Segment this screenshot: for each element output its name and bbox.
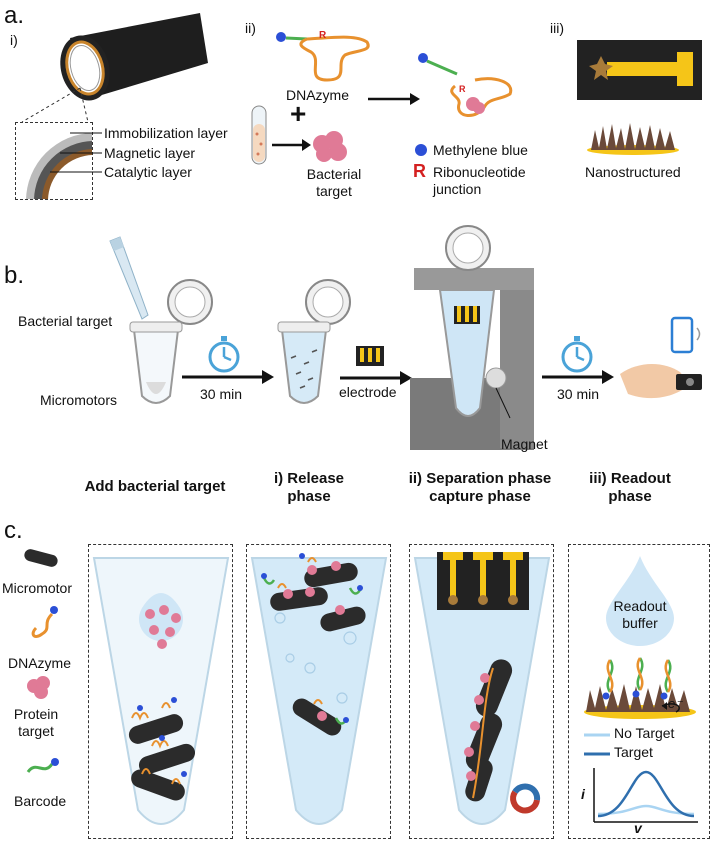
electrode-label: electrode <box>339 384 397 400</box>
panel-a-label: a. <box>4 2 25 29</box>
step-separation: ii) Separation phase capture phase <box>408 470 552 505</box>
box-separation <box>409 544 554 839</box>
layer-label-immobilization: Immobilization layer <box>104 125 228 141</box>
readout-buffer-drop <box>606 556 674 647</box>
methylene-blue-dot <box>415 144 427 156</box>
bound-dnazyme: R <box>418 53 513 117</box>
arrow-step-3 <box>542 370 614 384</box>
legend-target: Target <box>614 744 653 760</box>
legend-dnazyme: DNAzyme <box>8 655 72 671</box>
box-add-target <box>88 544 233 839</box>
tube-add-target <box>129 279 213 404</box>
step-release: i) Release phase <box>273 470 345 505</box>
panel-a-sub-i: i) <box>10 32 18 48</box>
legend-dnazyme-icon <box>31 606 58 638</box>
stopwatch-icon-2 <box>561 336 593 373</box>
magnetic-stand <box>410 225 534 450</box>
x-axis-label: v <box>634 820 642 836</box>
step-add-target: Add bacterial target <box>84 478 226 495</box>
test-tube-icon <box>251 105 267 165</box>
arrow-step-1 <box>182 370 274 384</box>
micromotors-label: Micromotors <box>40 392 118 408</box>
y-axis-label: i <box>581 786 585 802</box>
legend-barcode: Barcode <box>14 793 67 809</box>
electrode-surface-detection <box>584 657 696 719</box>
legend-no-target: No Target <box>614 725 675 741</box>
step-readout: iii) Readout phase <box>589 470 671 505</box>
legend-ribonucleotide: Ribonucleotide junction <box>433 164 526 197</box>
nanostructured-label: Nanostructured <box>585 164 681 180</box>
time-label-2: 30 min <box>557 386 600 402</box>
svg-text:R: R <box>459 84 466 94</box>
hand-phone-readout <box>620 316 702 399</box>
tube-cone-3 <box>413 552 551 825</box>
layer-zoom-box <box>15 122 93 200</box>
legend-micromotor-icon <box>24 549 58 567</box>
panel-a-sub-iii: iii) <box>550 20 564 36</box>
magnet-label: Magnet <box>501 436 548 452</box>
electrode-icon-small <box>356 346 384 366</box>
tube-cone-1 <box>92 557 230 825</box>
box-release <box>246 544 391 839</box>
electrode-chip <box>577 40 702 100</box>
pipette-icon <box>109 236 149 320</box>
layer-label-catalytic: Catalytic layer <box>104 164 192 180</box>
layer-label-magnetic: Magnetic layer <box>104 145 196 161</box>
box-readout <box>568 544 710 839</box>
legend-barcode-icon <box>26 758 59 773</box>
dnazyme-strand <box>276 32 370 82</box>
legend-protein-icon <box>27 676 50 699</box>
time-label-1: 30 min <box>200 386 243 402</box>
nanostructure-illustration <box>587 123 679 155</box>
legend-methylene-blue: Methylene blue <box>433 142 528 158</box>
panel-b-label: b. <box>4 262 25 289</box>
plus-sign: + <box>290 98 307 129</box>
readout-buffer-label: Readout buffer <box>613 598 667 631</box>
dnazyme-label: DNAzyme <box>286 87 350 103</box>
micromotor-tube-illustration <box>60 13 208 101</box>
electron-label: e⁻ <box>668 696 683 711</box>
stopwatch-icon <box>208 336 240 373</box>
legend-micromotor: Micromotor <box>2 580 73 596</box>
arrow-reaction <box>368 93 420 105</box>
bacterial-target-blob <box>313 131 347 162</box>
tube-cone-2 <box>250 553 388 825</box>
layer-pointer-lines <box>50 132 102 173</box>
legend-r-letter: R <box>413 161 426 181</box>
legend-target-swatch <box>584 752 610 756</box>
panel-c-label: c. <box>4 517 23 544</box>
arrow-step-2 <box>340 371 412 385</box>
legend-protein: Protein target <box>13 706 59 739</box>
zoom-lines <box>21 87 89 123</box>
voltammogram-plot <box>593 768 698 823</box>
bacterial-target-label-b: Bacterial target <box>18 313 113 329</box>
bacterial-target-label: Bacterial target <box>306 166 362 199</box>
dnazyme-r-mark: R <box>319 30 327 41</box>
panel-a-sub-ii: ii) <box>245 20 256 36</box>
tube-release <box>277 279 351 404</box>
arrow-tube-to-target <box>272 139 311 151</box>
legend-no-target-swatch <box>584 733 610 737</box>
